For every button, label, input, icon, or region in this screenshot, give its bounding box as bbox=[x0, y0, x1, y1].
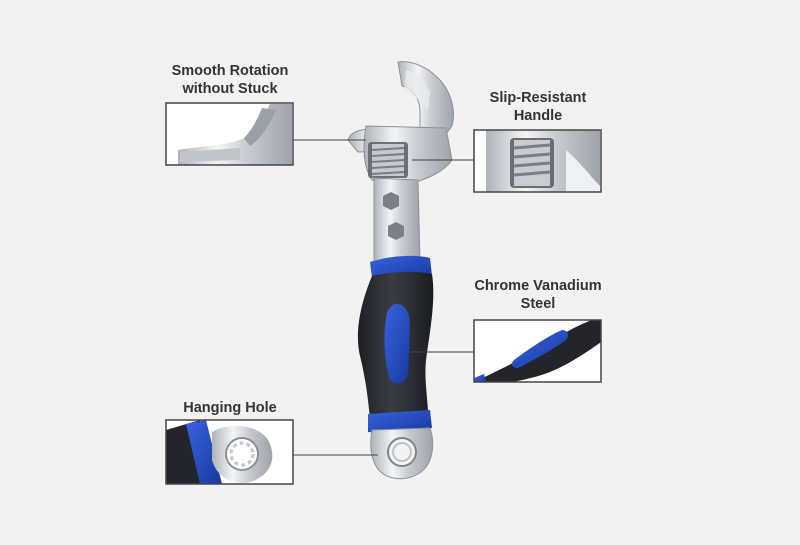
callout-box-rotation bbox=[165, 102, 294, 166]
label-slip-resistant: Slip-Resistant Handle bbox=[476, 89, 600, 125]
label-chrome-vanadium-line1: Chrome Vanadium bbox=[474, 278, 602, 294]
label-hanging-hole-line1: Hanging Hole bbox=[183, 400, 277, 416]
label-smooth-rotation-line2: without Stuck bbox=[182, 81, 278, 97]
grip-blue-bottom bbox=[368, 410, 432, 433]
label-slip-resistant-line1: Slip-Resistant bbox=[489, 90, 587, 106]
wrench-jaw-inner bbox=[404, 70, 430, 110]
wrench-shank bbox=[373, 177, 421, 263]
label-smooth-rotation-line1: Smooth Rotation bbox=[171, 63, 289, 79]
callout-box-steel bbox=[473, 319, 602, 383]
worm-screw bbox=[371, 144, 405, 176]
hex-hole-upper bbox=[383, 192, 399, 210]
callout-box-handle bbox=[473, 129, 602, 193]
label-hanging-hole: Hanging Hole bbox=[168, 399, 292, 417]
label-chrome-vanadium: Chrome Vanadium Steel bbox=[466, 277, 610, 313]
label-chrome-vanadium-line2: Steel bbox=[520, 296, 556, 312]
label-slip-resistant-line2: Handle bbox=[513, 108, 563, 124]
callout-box-hole bbox=[165, 419, 294, 485]
hex-hole-lower bbox=[388, 222, 404, 240]
adjustable-wrench-icon bbox=[347, 61, 454, 480]
leader-lines bbox=[293, 139, 474, 456]
label-smooth-rotation: Smooth Rotation without Stuck bbox=[168, 62, 292, 98]
grip-blue-insert bbox=[384, 303, 410, 384]
